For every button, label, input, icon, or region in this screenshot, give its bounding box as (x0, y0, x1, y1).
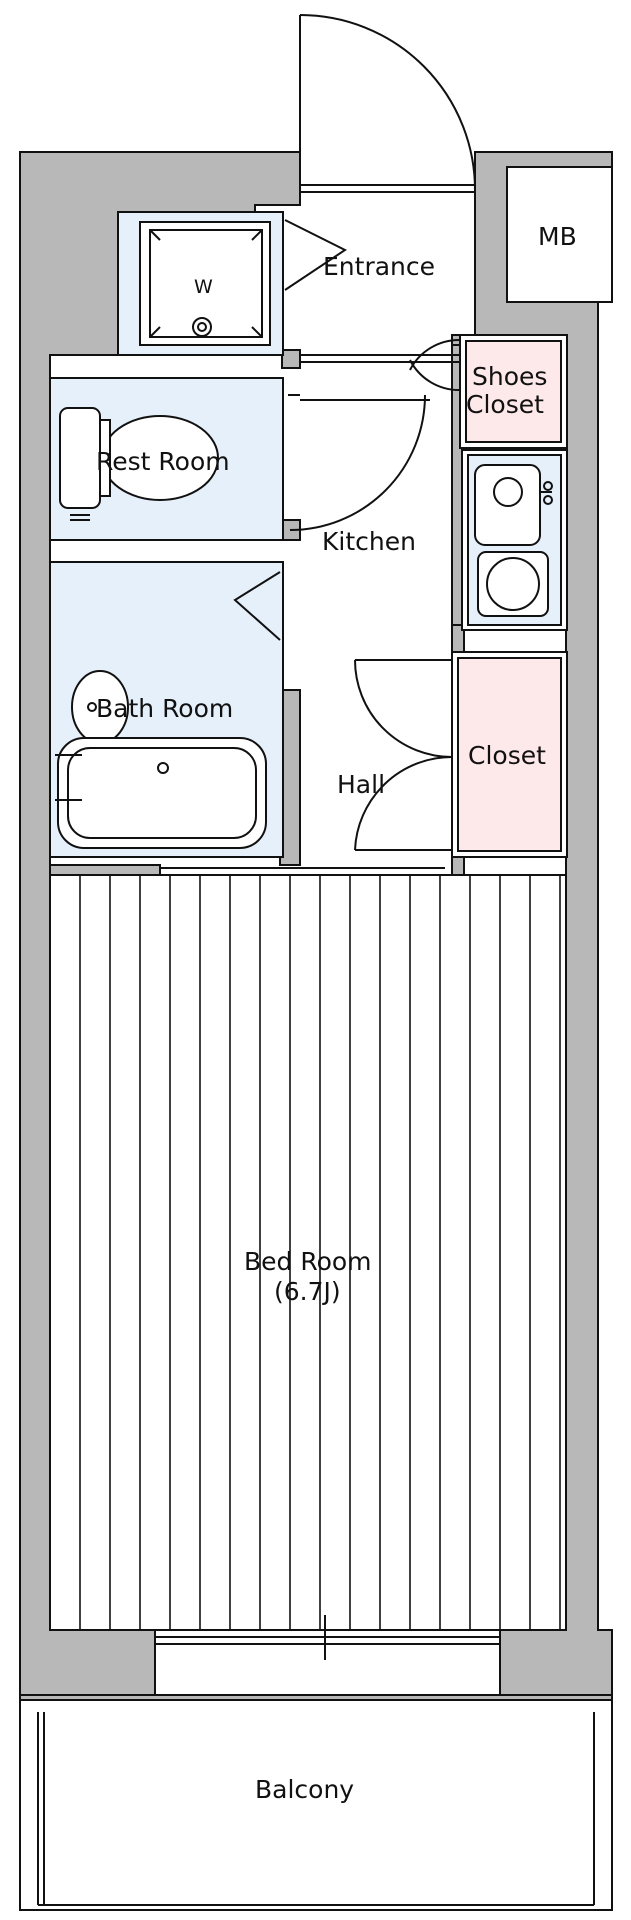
shoes-closet-label-1: Shoes (472, 362, 547, 391)
closet-label: Closet (468, 741, 546, 770)
kitchen-unit (461, 449, 568, 631)
toilet-tank (59, 407, 101, 509)
washer-area (117, 211, 284, 356)
sink-drain (493, 477, 523, 507)
mb-label: MB (538, 222, 577, 251)
bed-room-size-label: (6.7J) (274, 1277, 341, 1306)
balcony-window (155, 1615, 500, 1660)
closet-doors (354, 659, 453, 851)
bed-room (49, 874, 567, 1631)
partition-top (281, 349, 301, 369)
entrance-label: Entrance (323, 252, 435, 281)
rest-room-door (288, 394, 430, 531)
bed-room-flooring (79, 875, 561, 1630)
bed-room-entry (160, 867, 445, 876)
bathtub (57, 737, 267, 849)
balcony-label: Balcony (255, 1775, 354, 1804)
bed-room-label: Bed Room (244, 1247, 372, 1276)
stove (477, 551, 549, 617)
bath-folding-door (233, 571, 281, 641)
rest-room (49, 377, 284, 541)
left-wall (19, 151, 301, 1696)
bed-top-wall (49, 864, 161, 876)
hall-label: Hall (337, 770, 385, 799)
washer-label: W (194, 276, 213, 298)
entrance-door (299, 14, 476, 193)
shoes-closet (459, 334, 568, 449)
kitchen-label: Kitchen (322, 527, 416, 556)
rest-room-label: Rest Room (96, 447, 230, 476)
bath-room-label: Bath Room (96, 694, 233, 723)
closet (451, 651, 568, 858)
balcony (19, 1699, 613, 1911)
bath-room (49, 561, 284, 858)
shoes-closet-doors (409, 338, 461, 392)
washer-folding-door (284, 219, 347, 291)
shoes-closet-label-2: Closet (466, 390, 544, 419)
step-lines (300, 354, 462, 363)
mb-box (506, 166, 613, 303)
room-labels: Entrance MB W Shoes Closet Rest Room Kit… (96, 222, 577, 1804)
